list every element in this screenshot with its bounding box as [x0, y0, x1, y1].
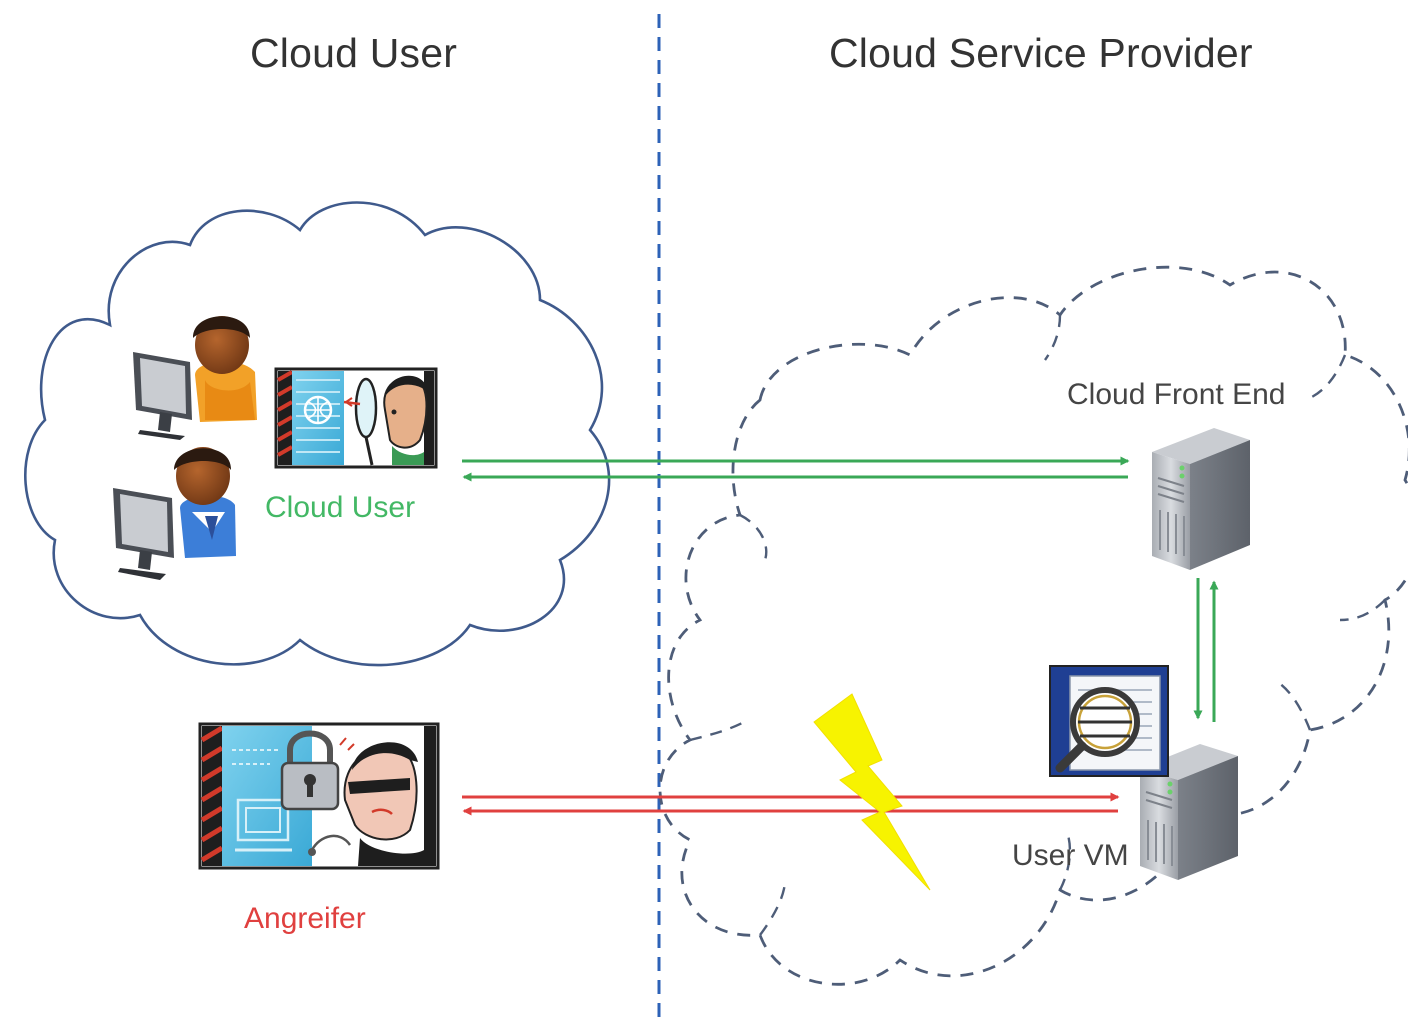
provider-cloud-inner-curve — [739, 513, 768, 561]
user-cloud-outline — [24, 201, 611, 667]
document-magnifier-icon — [1049, 665, 1169, 777]
provider-cloud-inner-curve — [1058, 834, 1072, 891]
label-cloud-front-end: Cloud Front End — [1067, 378, 1286, 411]
label-cloud-user: Cloud User — [265, 491, 416, 524]
provider-cloud-inner-curve — [759, 879, 787, 936]
observer-with-magnifier-icon — [274, 367, 438, 469]
provider-cloud-inner-curve — [689, 718, 749, 742]
label-user-vm: User VM — [1012, 839, 1129, 872]
provider-cloud-outline — [658, 265, 1408, 986]
lightning-bolt-icon — [813, 693, 931, 891]
server-tower-icon — [1140, 744, 1238, 880]
hacker-with-padlock-icon — [198, 722, 440, 870]
label-attacker: Angreifer — [244, 902, 366, 935]
server-tower-icon — [1152, 428, 1250, 570]
provider-cloud-inner-curve — [1274, 679, 1312, 731]
provider-cloud-inner-curve — [1044, 314, 1062, 361]
heading-cloud-user: Cloud User — [250, 30, 458, 76]
user-at-computer-icon — [133, 316, 257, 440]
provider-cloud-inner-curve — [1339, 599, 1386, 622]
user-at-computer-icon — [113, 447, 236, 580]
provider-cloud-inner-curve — [1309, 354, 1347, 400]
heading-cloud-service-provider: Cloud Service Provider — [829, 30, 1253, 76]
